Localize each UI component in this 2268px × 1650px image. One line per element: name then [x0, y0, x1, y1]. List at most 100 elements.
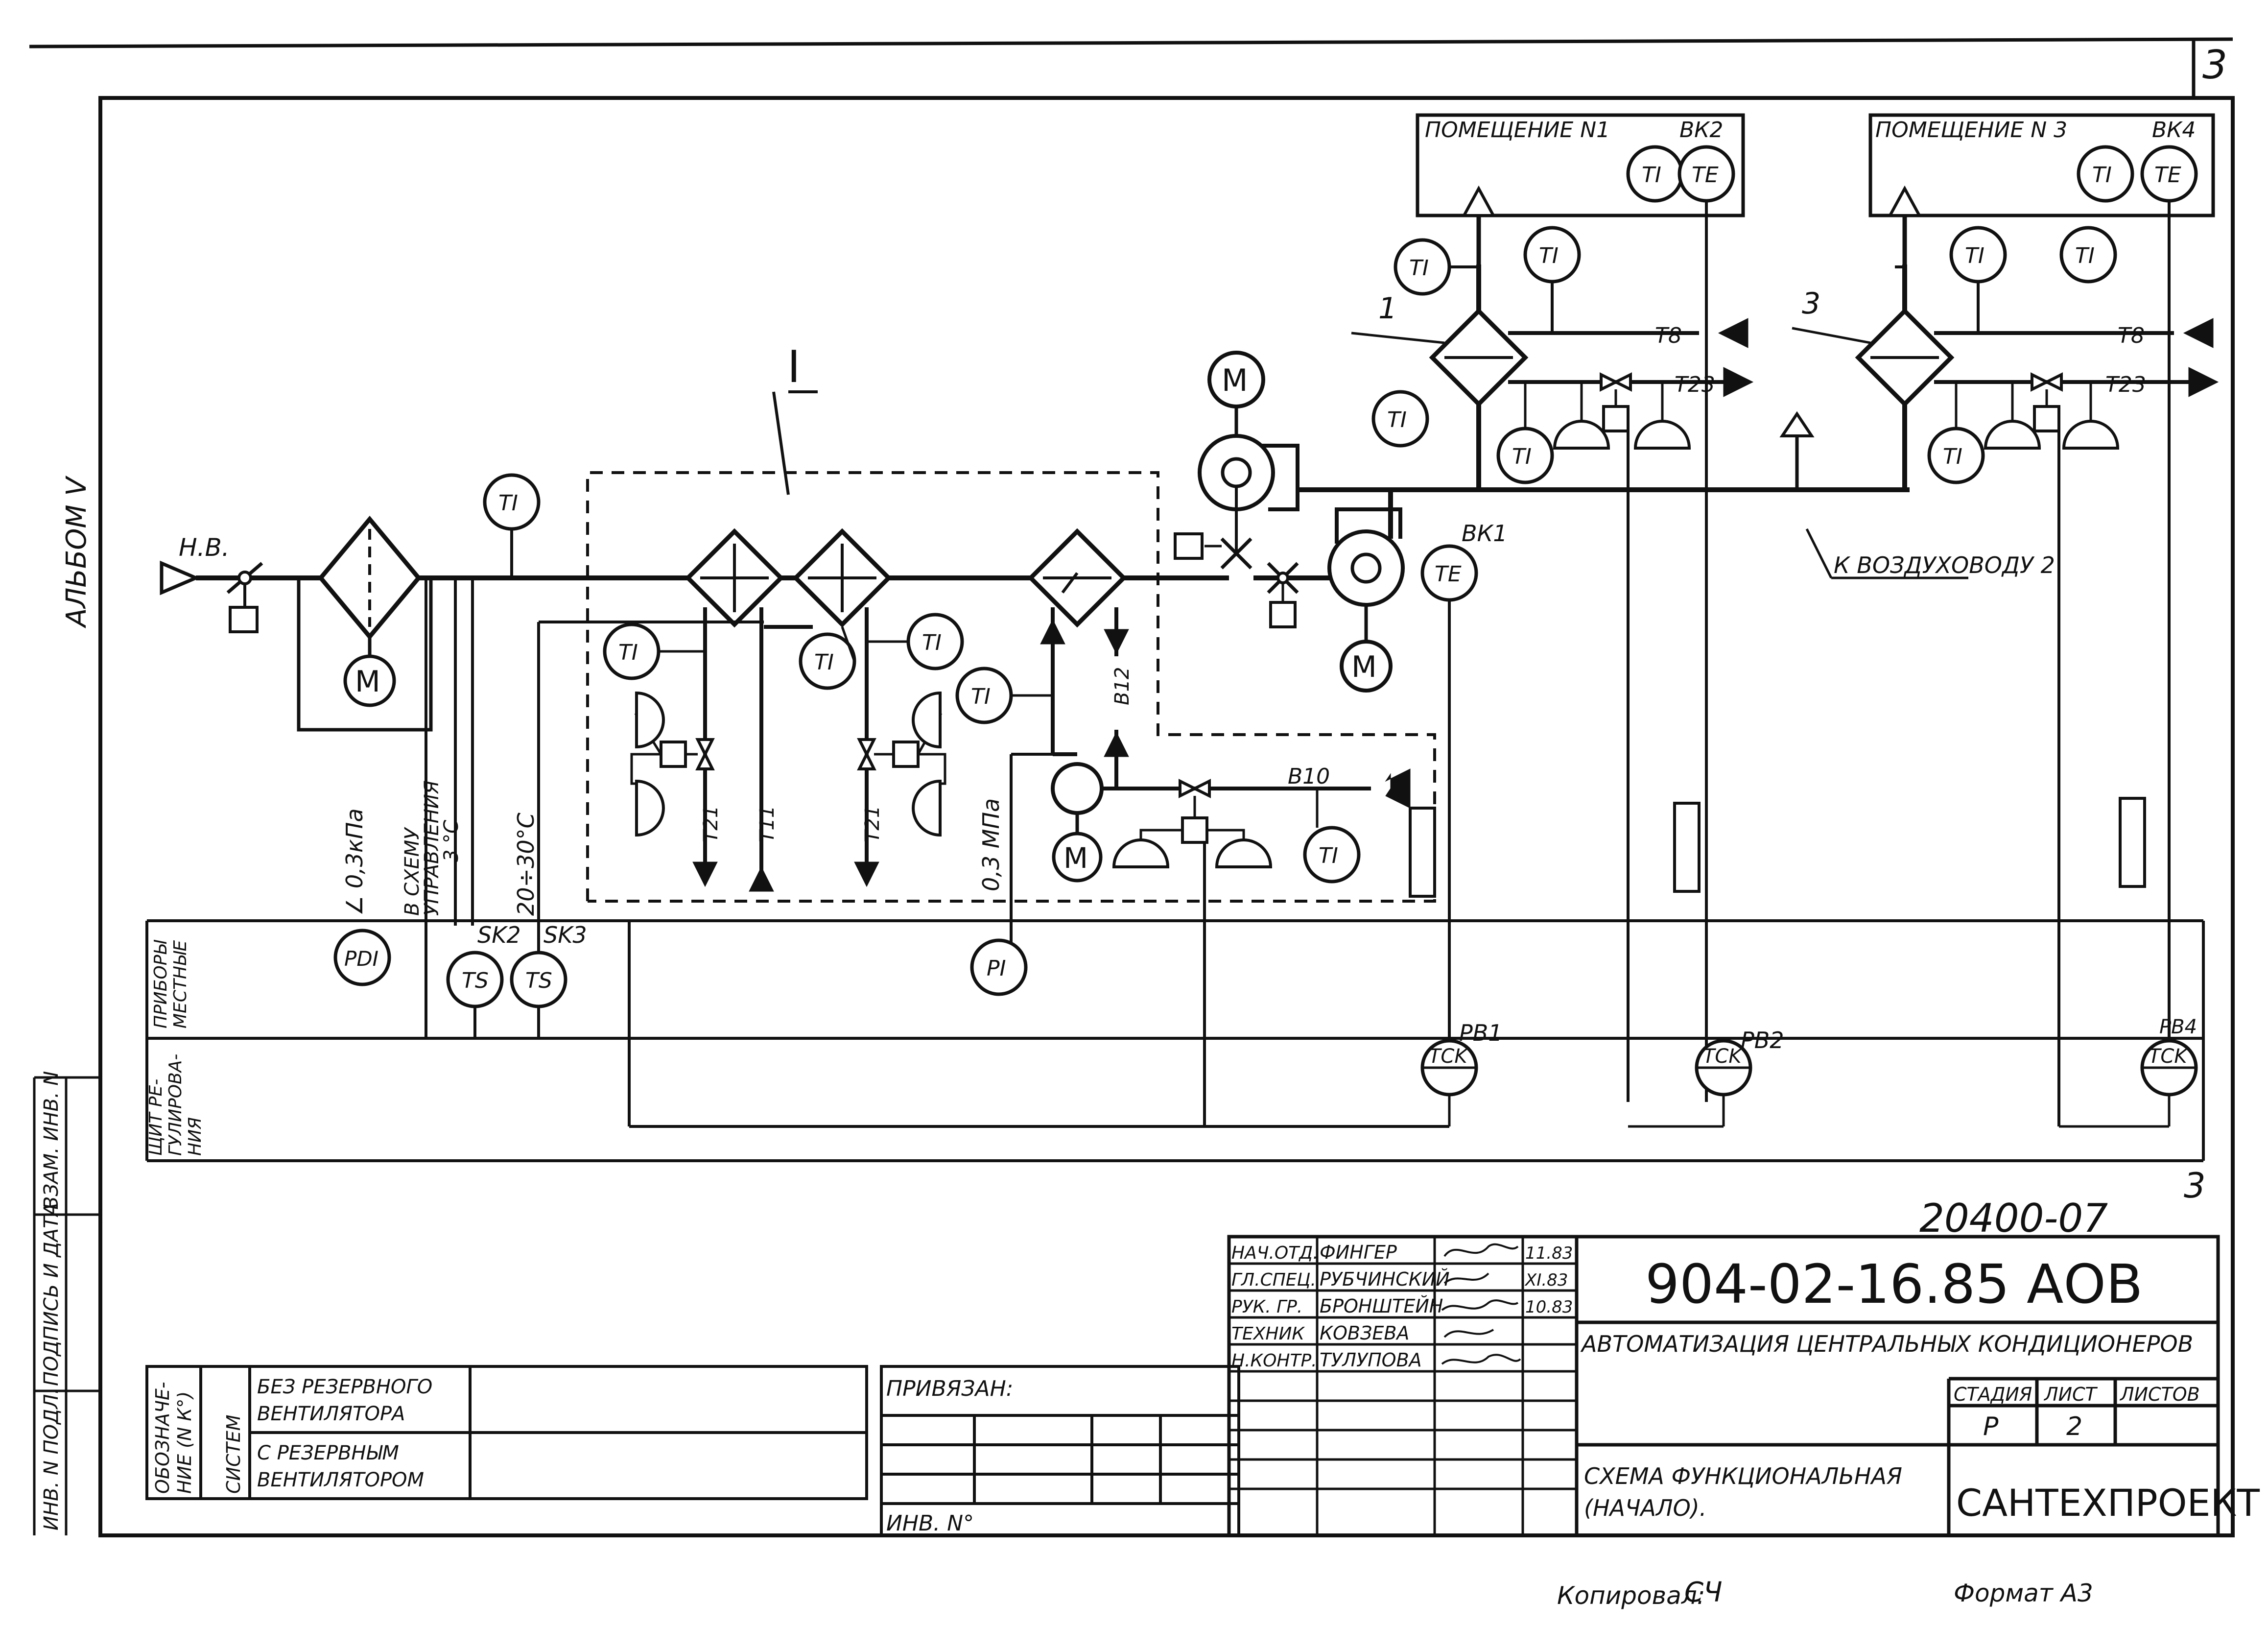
- drawing-name-1: СХЕМА ФУНКЦИОНАЛЬНАЯ: [1584, 1463, 1902, 1489]
- pipe-b12: В12: [1111, 667, 1134, 705]
- main-fan: [1267, 507, 1405, 693]
- row-local-1: ПРИБОРЫ: [151, 940, 171, 1028]
- heater-coil-2: [792, 528, 892, 628]
- to-air-duct-label: К ВОЗДУХОВОДУ 2: [1834, 552, 2055, 578]
- designation-header-2: НИЕ (N К°): [174, 1391, 195, 1494]
- outside-air-label: Н.В.: [179, 533, 230, 562]
- sheet-header: ЛИСТ: [2043, 1384, 2098, 1405]
- te-label-room1: TE: [1692, 163, 1719, 188]
- ts-bubble-sk3: [510, 951, 567, 1008]
- cooler-1-valve: [1524, 372, 1691, 1102]
- ti-label-9: TI: [1539, 243, 1559, 268]
- doc-code: 904-02-16.85 АОВ: [1645, 1253, 2143, 1315]
- impulse-lines: [425, 431, 1480, 1126]
- title-block: [1227, 1235, 2220, 1537]
- param-scheme-1: В СХЕМУ: [401, 827, 424, 916]
- row-panel-2: ГУЛИРОВА-: [165, 1054, 186, 1156]
- binding-attached-label: ПРИВЯЗАН:: [886, 1376, 1014, 1401]
- binding-table: [880, 1365, 1240, 1537]
- copied-label: Копировал:: [1557, 1581, 1705, 1610]
- param-pressure: ∠ 0,3кПа: [341, 808, 368, 916]
- row-panel-1: ЩИТ РЕ-: [146, 1079, 166, 1156]
- outside-air-inlet: [160, 560, 263, 633]
- drawing-name-2: (НАЧАЛО).: [1584, 1495, 1706, 1521]
- filter-motor-label: М: [355, 665, 380, 699]
- pb2-label: РВ2: [1741, 1027, 1784, 1053]
- pipe-t23-3: Т23: [2105, 372, 2146, 397]
- instruments: [333, 145, 2198, 1128]
- ti-bubble-13: [1927, 427, 1985, 484]
- reserve-fan: [1174, 351, 1299, 570]
- ti-label-10: TI: [1512, 444, 1532, 469]
- pdi-label: PDI: [344, 947, 378, 971]
- designation-row1-2: ВЕНТИЛЯТОРА: [257, 1403, 405, 1425]
- sheets-header: ЛИСТОВ: [2119, 1384, 2200, 1405]
- pipe-t23-1: Т23: [1675, 372, 1715, 397]
- handwritten-signatures: [1441, 1243, 1521, 1365]
- ti-bubble-10: [1496, 427, 1554, 484]
- side-stamp-sign-date: ПОДПИСЬ И ДАТА: [40, 1203, 63, 1386]
- ts-bubble-sk2: [446, 951, 504, 1008]
- local-panel-2: [1673, 802, 1701, 893]
- filter-unit: [297, 515, 433, 732]
- sk2-label: SK2: [477, 922, 521, 948]
- bk1-label: ВК1: [1462, 520, 1507, 547]
- room-1-label: ПОМЕЩЕНИЕ N1: [1425, 118, 1610, 143]
- bk2-label: ВК2: [1679, 118, 1723, 143]
- ti-label-3: TI: [814, 650, 834, 675]
- ti-label-13: TI: [1943, 444, 1962, 469]
- designation-header-3: СИСТЕМ: [223, 1415, 244, 1494]
- pdi-bubble: [333, 929, 391, 986]
- ti-label-1: TI: [498, 491, 518, 516]
- ti-bubble-8: [1394, 238, 1451, 296]
- main-fan-motor-label: М: [1351, 650, 1377, 684]
- designation-header-1: ОБОЗНАЧЕ-: [152, 1382, 173, 1494]
- binding-inv-label: ИНВ. N°: [886, 1511, 974, 1536]
- heater-valve-2: [857, 691, 946, 837]
- room-3-box: [1868, 113, 2215, 1038]
- reserve-fan-motor-label: М: [1222, 362, 1248, 398]
- signature-rows: НАЧ.ОТД. ФИНГЕР 11.83 ГЛ.СПЕЦ. РУБЧИНСКИ…: [1231, 1242, 1573, 1371]
- ti-label-room3: TI: [2092, 163, 2112, 188]
- signature-grid: [1229, 1237, 1577, 1535]
- side-stamp-replace-inv: ВЗАМ. ИНВ. N: [40, 1071, 63, 1210]
- heater-coil-1: [685, 528, 784, 628]
- sig-name-1: ФИНГЕР: [1320, 1242, 1397, 1263]
- pipe-b10: В10: [1288, 764, 1330, 789]
- param-scheme-2: УПРАВЛЕНИЯ: [421, 780, 443, 916]
- album-label: АЛЬБОМ V: [61, 476, 93, 628]
- sig-date-3: 10.83: [1525, 1297, 1573, 1317]
- ti-label-11: TI: [1965, 243, 1984, 268]
- sig-role-4: ТЕХНИК: [1231, 1324, 1305, 1344]
- heater-valve-1: [630, 691, 715, 837]
- designation-row2-1: С РЕЗЕРВНЫМ: [257, 1442, 399, 1464]
- row-panel-3: НИЯ: [185, 1117, 205, 1156]
- circulation-pump: [1051, 762, 1104, 883]
- room-1-box: [1416, 113, 1745, 1102]
- cooler-3-valve: [1955, 372, 2120, 1126]
- ti-bubble-9: [1523, 226, 1581, 284]
- ts-label-2: TS: [525, 968, 552, 993]
- sheet-number: 3: [2202, 42, 2227, 88]
- doc-title: АВТОМАТИЗАЦИЯ ЦЕНТРАЛЬНЫХ КОНДИЦИОНЕРОВ: [1580, 1331, 2193, 1357]
- te-bubble-bk1: [1420, 544, 1478, 602]
- designation-table: [145, 1365, 868, 1500]
- air-duct-2-outlet: [1779, 411, 1968, 579]
- ti-label-4: TI: [922, 630, 942, 655]
- sk3-label: SK3: [543, 922, 587, 948]
- ti-label-12: TI: [2075, 243, 2095, 268]
- sig-role-2: ГЛ.СПЕЦ.: [1231, 1270, 1316, 1290]
- ti-label-7: TI: [1387, 407, 1407, 432]
- te-label-bk1: TE: [1435, 562, 1462, 587]
- sig-role-5: Н.КОНТР.: [1231, 1351, 1317, 1371]
- designation-row2-2: ВЕНТИЛЯТОРОМ: [257, 1469, 424, 1491]
- position-3-label: 3: [1802, 287, 1820, 321]
- ti-bubble-6: [1303, 826, 1361, 884]
- node-i-frame: [586, 390, 1436, 903]
- organization-name: САНТЕХПРОЕКТ: [1956, 1481, 2260, 1525]
- section-mark: 3: [2184, 1166, 2206, 1206]
- sig-role-3: РУК. ГР.: [1231, 1297, 1302, 1317]
- tck-label-2: TCK: [1703, 1045, 1743, 1068]
- ti-label-room1: TI: [1642, 163, 1661, 188]
